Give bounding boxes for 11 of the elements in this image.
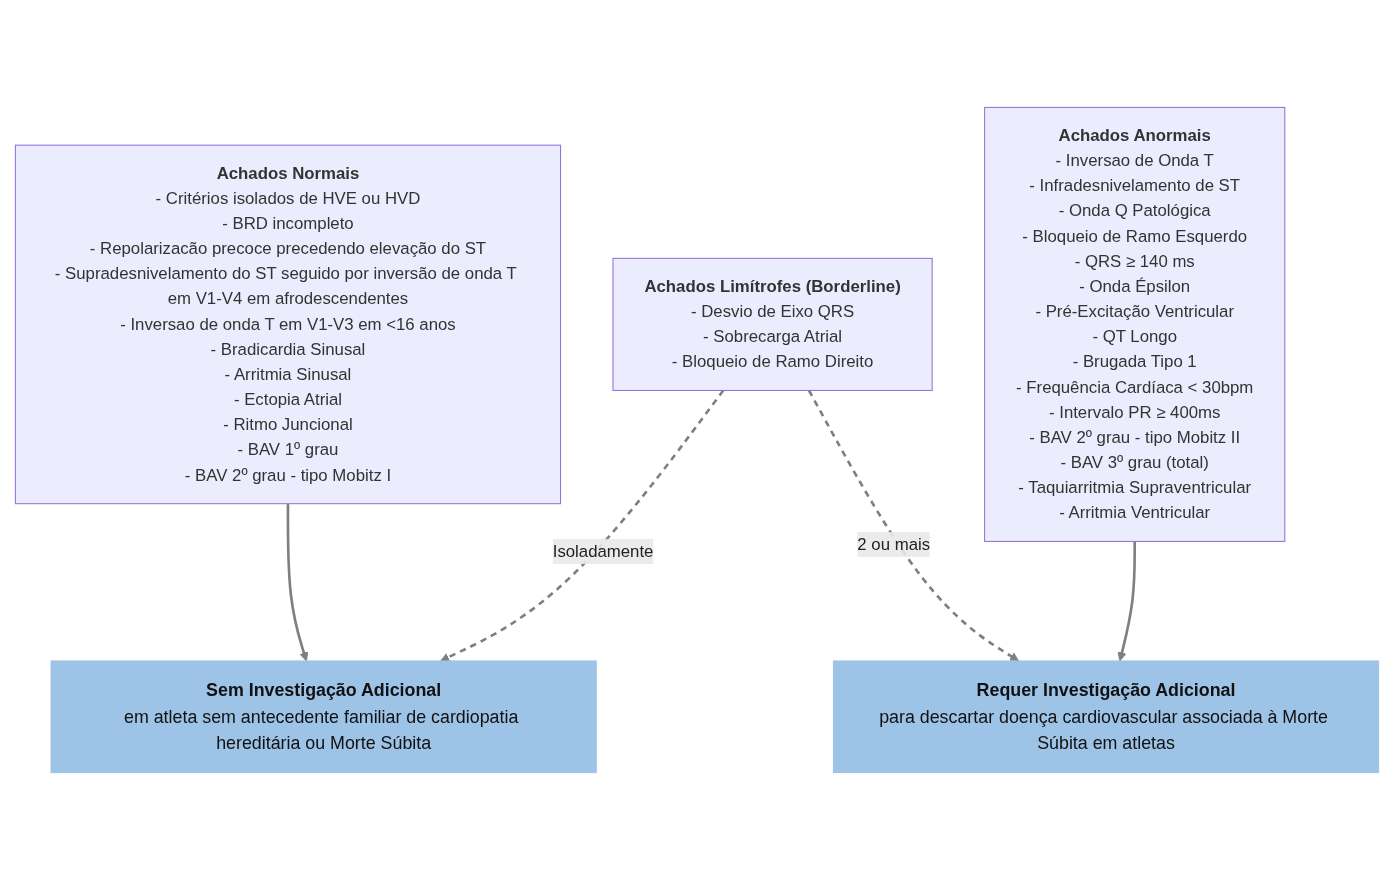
arrow [286,503,309,662]
edge-label: Isoladamente [552,542,654,560]
arrow [1117,541,1136,662]
node-box: Achados Anormais - Inversao de Onda T - Infradesnivelamento de ST - Onda Q Patológica - Bloqueio de Ramo Esquerdo - QRS ≥ 140 ms - Onda Épsilon - Pré-Excitação Ventricular - QT Longo - Brugada Tipo 1 - Frequência Cardíaca < 30bpm - Intervalo PR ≥ 400ms - BAV 2º grau - tipo Mobitz II - BAV 3º grau (total) - Taquiarritmia Supraventricular - Arritmia Ventricular [984,106,1286,542]
node-box: Achados Normais - Critérios isolados de HVE ou HVD - BRD incompleto - Repolarizacão precoce precedendo elevação do ST - Supradesnivelamento do ST seguido por inversão de onda T em V1-V4 em afrodescendentes - Inversao de onda T em V1-V3 em <16 anos - Bradicardia Sinusal - Arritmia Sinusal - Ectopia Atrial - Ritmo Juncional - BAV 1º grau - BAV 2º grau - tipo Mobitz I [14,144,562,505]
edge-label: 2 ou mais [857,535,931,553]
node-box: Achados Limítrofes (Borderline) - Desvio de Eixo QRS - Sobrecarga Atrial - Bloqueio de Ramo Direito [612,257,933,391]
node-box: Requer Investigação Adicional para descartar doença cardiovascular associada à Morte Súbita em atletas [832,660,1380,774]
arrow [440,389,725,662]
node-box: Sem Investigação Adicional em atleta sem antecedente familiar de cardiopatia hereditária ou Morte Súbita [50,660,597,774]
arrow [807,389,1019,662]
